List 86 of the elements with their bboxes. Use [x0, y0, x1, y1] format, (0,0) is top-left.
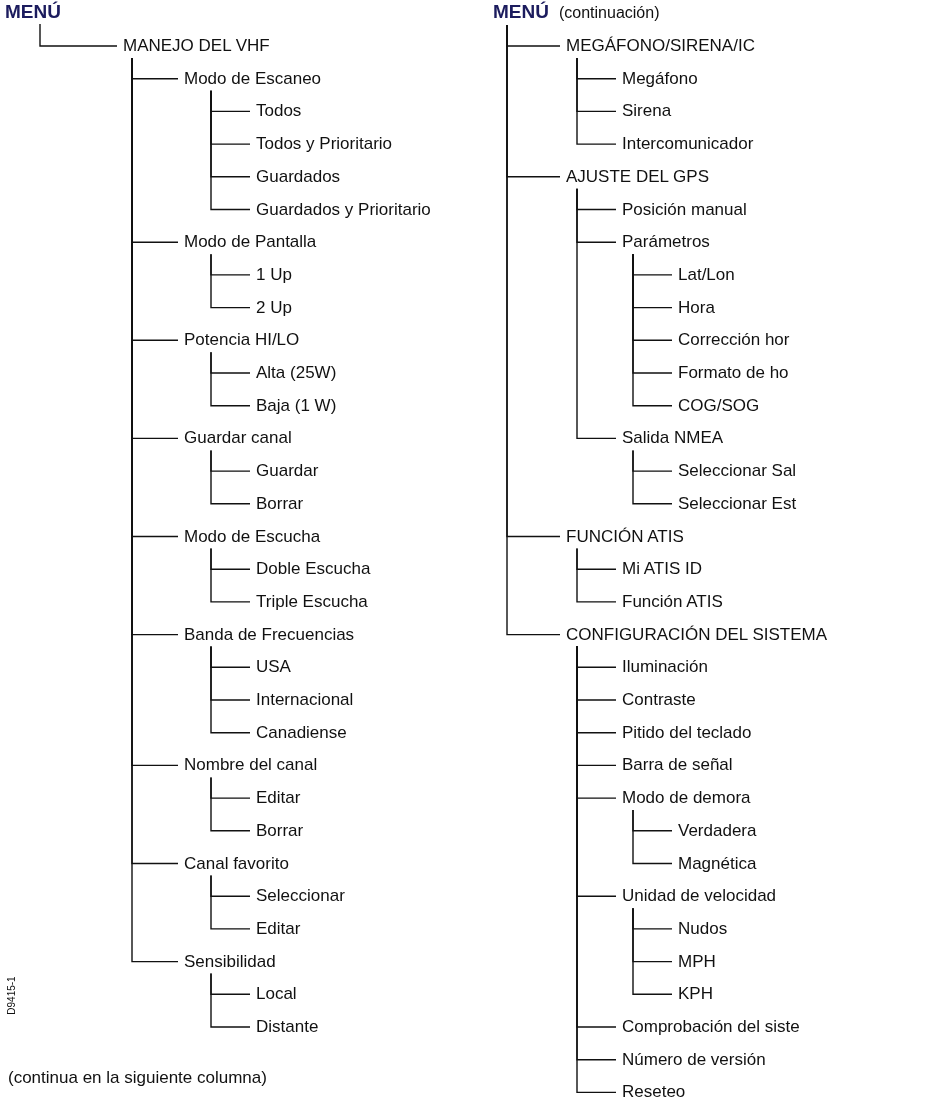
- menu-item: Unidad de velocidad: [622, 886, 777, 907]
- tree-connector: [576, 57, 617, 145]
- tree-connector: [576, 188, 617, 440]
- menu-item: Guardados: [256, 166, 341, 187]
- menu-item: Modo de Pantalla: [184, 232, 317, 253]
- menu-item: Seleccionar Sal: [678, 461, 797, 482]
- menu-item: USA: [256, 657, 291, 678]
- menu-heading: MENÚ (continuación): [493, 2, 660, 23]
- menu-item: COG/SOG: [678, 395, 760, 416]
- menu-item: Guardar canal: [184, 428, 292, 449]
- menu-item: Internacional: [256, 690, 354, 710]
- tree-connector: [210, 547, 251, 603]
- tree-connector: [210, 449, 251, 505]
- menu-item: Todos y Prioritario: [256, 134, 393, 155]
- menu-heading: MENÚ: [5, 2, 61, 22]
- menu-item: Salida NMEA: [622, 428, 724, 449]
- menu-item: Parámetros: [622, 232, 710, 253]
- tree-connector: [210, 972, 251, 1028]
- tree-connector: [632, 449, 673, 505]
- menu-item: Modo de Escucha: [184, 526, 321, 547]
- menu-item: Número de versión: [622, 1049, 766, 1070]
- menu-item: Contraste: [622, 690, 696, 710]
- menu-item: Verdadera: [678, 820, 757, 841]
- menu-item: Distante: [256, 1017, 319, 1037]
- menu-item: FUNCIÓN ATIS: [566, 526, 684, 547]
- menu-item: Magnética: [678, 853, 757, 874]
- tree-connector: [632, 809, 673, 865]
- continuation-note: (continua en la siguiente columna): [8, 1068, 267, 1088]
- menu-item: Doble Escucha: [256, 559, 371, 580]
- figure-code: D9415-1: [5, 976, 17, 1015]
- menu-item: Baja (1 W): [256, 395, 337, 416]
- menu-item: Comprobación del siste: [622, 1017, 800, 1037]
- menu-item: Todos: [256, 101, 302, 122]
- tree-connector: [210, 874, 251, 930]
- menu-item: Corrección hor: [678, 330, 790, 351]
- menu-item: Barra de señal: [622, 755, 733, 776]
- menu-item: Borrar: [256, 820, 304, 841]
- tree-connector: [506, 24, 561, 636]
- menu-item: Sensibilidad: [184, 951, 276, 972]
- menu-item: Triple Escucha: [256, 591, 368, 612]
- menu-item: CONFIGURACIÓN DEL SISTEMA: [566, 624, 827, 645]
- menu-item: Posición manual: [622, 199, 747, 220]
- menu-item: KPH: [678, 984, 713, 1005]
- menu-item: Canadiense: [256, 722, 347, 743]
- tree-connector: [576, 547, 617, 603]
- menu-item: Local: [256, 984, 297, 1005]
- menu-item: Mi ATIS ID: [622, 559, 702, 580]
- menu-item: Borrar: [256, 493, 304, 514]
- menu-item: Modo de Escaneo: [184, 68, 322, 89]
- menu-item: 1 Up: [256, 264, 292, 285]
- menu-item: MANEJO DEL VHF: [123, 36, 270, 56]
- menu-item: Guardados y Prioritario: [256, 199, 431, 220]
- menu-item: Hora: [678, 297, 715, 318]
- menu-item: Alta (25W): [256, 363, 337, 383]
- menu-item: Función ATIS: [622, 591, 723, 612]
- menu-item: Formato de ho: [678, 363, 789, 383]
- tree-connector: [210, 776, 251, 832]
- tree-connector: [210, 351, 251, 407]
- menu-item: MEGÁFONO/SIRENA/IC: [566, 36, 755, 56]
- tree-connector: [210, 253, 251, 309]
- menu-item: AJUSTE DEL GPS: [566, 166, 709, 187]
- menu-item: Iluminación: [622, 657, 708, 678]
- menu-item: Nudos: [678, 918, 728, 939]
- menu-item: Lat/Lon: [678, 264, 735, 285]
- tree-connector: [210, 645, 251, 734]
- menu-item: Reseteo: [622, 1082, 686, 1103]
- menu-item: Intercomunicador: [622, 134, 754, 155]
- menu-item: Editar: [256, 788, 301, 809]
- menu-item: 2 Up: [256, 297, 292, 318]
- menu-item: MPH: [678, 951, 716, 972]
- tree-connector: [39, 23, 118, 47]
- menu-item: Modo de demora: [622, 788, 751, 809]
- menu-item: Seleccionar Est: [678, 493, 797, 514]
- menu-item: Megáfono: [622, 68, 698, 89]
- menu-item: Banda de Frecuencias: [184, 624, 355, 645]
- tree-connector: [210, 90, 251, 211]
- tree-connector: [632, 907, 673, 995]
- menu-item: Nombre del canal: [184, 755, 318, 776]
- menu-item: Guardar: [256, 461, 319, 482]
- menu-item: Sirena: [622, 101, 672, 122]
- menu-item: Canal favorito: [184, 853, 289, 874]
- menu-item: Potencia HI/LO: [184, 330, 300, 351]
- menu-item: Seleccionar: [256, 886, 345, 907]
- menu-item: Editar: [256, 918, 301, 939]
- tree-connector: [632, 253, 673, 407]
- menu-item: Pitido del teclado: [622, 722, 752, 743]
